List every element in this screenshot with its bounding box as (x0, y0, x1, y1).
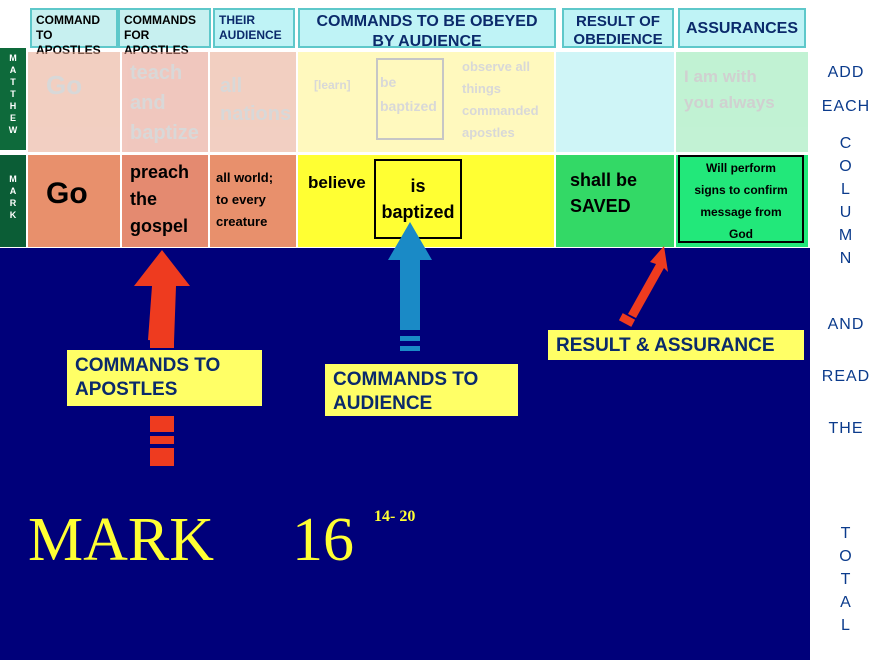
mark-cell-go: Go (28, 155, 120, 247)
mark-assurance-text: Will perform signs to confirm message fr… (694, 161, 788, 241)
mark-cell-result: shall be SAVED (556, 155, 674, 247)
matthew-cell-teach: teach and baptize (122, 52, 208, 152)
side-text-and: AND (827, 316, 865, 333)
label-commands-to-apostles: COMMANDS TO APOSTLES (67, 350, 262, 406)
label-result-and-assurance: RESULT & ASSURANCE (548, 330, 804, 360)
apostles-arrow-head (134, 250, 190, 342)
header-commands-to-be-obeyed: COMMANDS TO BE OBEYED BY AUDIENCE (298, 8, 556, 50)
matthew-cell-commands: [learn] be baptized observe all things c… (298, 52, 554, 152)
header-their-audience: THEIR AUDIENCE (213, 8, 295, 48)
matthew-side-label: M A T T H E W (0, 48, 26, 150)
header-assurances: ASSURANCES (678, 8, 806, 48)
mark-baptized-text: is baptized (381, 176, 455, 222)
mark-go-text: Go (46, 177, 88, 210)
audience-arrow-stripe-1 (400, 336, 420, 341)
audience-arrow-shape (388, 222, 432, 330)
side-text-add-each: ADD EACH (821, 64, 871, 115)
mark-side-label: M A R K (0, 155, 26, 247)
apostles-arrow-stripe-1 (150, 340, 174, 348)
matthew-learn-text: [learn] (314, 78, 351, 92)
result-arrow-tail (618, 313, 636, 327)
audience-arrow-stripe-2 (400, 346, 420, 351)
side-text-read: READ (821, 368, 871, 385)
matthew-teach-text: teach and baptize (130, 62, 199, 144)
apostles-arrow-gap-2 (150, 444, 174, 448)
title-book: MARK (28, 506, 215, 574)
matthew-go-text: Go (46, 70, 83, 100)
audience-arrow (388, 222, 432, 351)
mark-cell-preach: preach the gospel (122, 155, 208, 247)
label-commands-to-audience: COMMANDS TO AUDIENCE (325, 364, 518, 416)
title-chapter: 16 (292, 506, 354, 574)
apostles-arrow (134, 250, 190, 466)
mark-cell-world: all world; to every creature (210, 155, 296, 247)
apostles-arrow-tail (150, 416, 174, 466)
matthew-nations-text: all nations (220, 75, 292, 125)
matthew-cell-assurance: I am with you always (676, 52, 808, 152)
matthew-baptized-box: be baptized (376, 58, 444, 140)
side-text-total: T O T A L (839, 525, 853, 634)
title-verses: 14- 20 (374, 508, 416, 525)
mark-saved-text: shall be SAVED (570, 170, 638, 216)
matthew-baptized-text: be baptized (380, 74, 437, 114)
mark-cell-assurance: Will perform signs to confirm message fr… (676, 155, 808, 247)
side-text-column: C O L U M N (838, 135, 854, 267)
result-arrow (618, 246, 668, 327)
mark-world-text: all world; to every creature (216, 170, 274, 229)
result-arrow-shape (628, 246, 668, 318)
side-text-the: THE (828, 420, 864, 437)
matthew-cell-go: Go (28, 52, 120, 152)
apostles-arrow-gap-1 (150, 432, 174, 436)
mark-believe-text: believe (308, 173, 366, 192)
mark-preach-text: preach the gospel (130, 162, 190, 236)
matthew-cell-result (556, 52, 674, 152)
matthew-cell-nations: all nations (210, 52, 296, 152)
header-command-to-apostles: COMMAND TO APOSTLES (30, 8, 118, 57)
mark-cell-commands: believe is baptized (298, 155, 554, 247)
matthew-assurance-text: I am with you always (684, 67, 775, 112)
header-commands-for-apostles: COMMANDS FOR APOSTLES (118, 8, 211, 57)
matthew-observe-text: observe all things commanded apostles (462, 59, 539, 140)
mark-assurance-box: Will perform signs to confirm message fr… (678, 155, 804, 243)
header-result-of-obedience: RESULT OF OBEDIENCE (562, 8, 674, 48)
